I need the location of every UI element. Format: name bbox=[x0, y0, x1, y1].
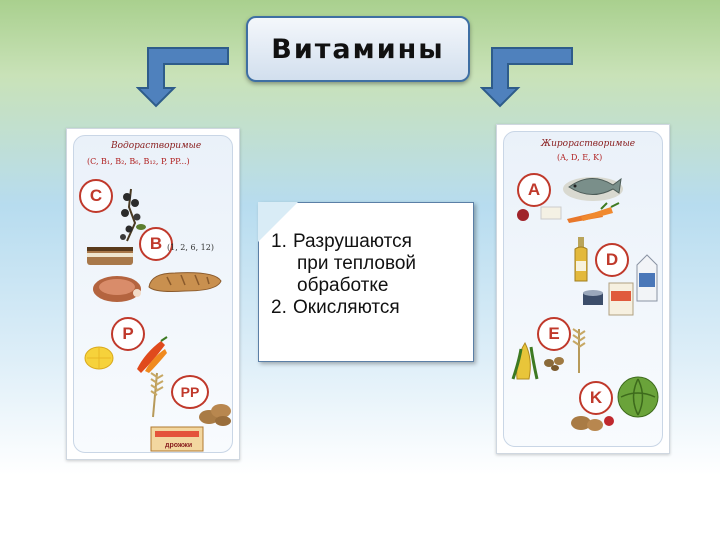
milk-carton-icon bbox=[633, 253, 661, 303]
cabbage-icon bbox=[615, 375, 661, 419]
yeast-box-label: дрожжи bbox=[165, 442, 192, 449]
title-box: Витамины bbox=[246, 16, 470, 82]
vitamin-properties-note: 1.Разрушаются при тепловой обработке 2.О… bbox=[258, 202, 474, 362]
arrow-right-down-icon bbox=[480, 44, 576, 110]
meat-icon bbox=[87, 271, 147, 305]
potatoes-icon bbox=[197, 399, 233, 427]
bread-loaf-icon bbox=[145, 269, 225, 295]
page-title: Витамины bbox=[271, 34, 444, 65]
water-soluble-list: (C, B₁, B₂, B₆, B₁₂, P, PP...) bbox=[87, 157, 190, 166]
citrus-icon bbox=[83, 343, 115, 371]
arrow-left-down-icon bbox=[136, 44, 232, 110]
oil-bottle-icon bbox=[571, 235, 591, 283]
water-soluble-vitamins-card: Водорастворимые (C, B₁, B₂, B₆, B₁₂, P, … bbox=[66, 128, 240, 460]
water-soluble-heading: Водорастворимые bbox=[111, 141, 201, 151]
vitamin-e-badge: E bbox=[537, 317, 571, 351]
potatoes-berries-icon bbox=[569, 411, 619, 433]
property-item-1: 1.Разрушаются при тепловой обработке bbox=[271, 231, 416, 297]
property-item-2: 2.Окисляются bbox=[271, 297, 416, 319]
cake-icon bbox=[85, 243, 135, 269]
fat-soluble-list: (A, D, E, K) bbox=[557, 153, 602, 162]
vitamin-c-badge: C bbox=[79, 179, 113, 213]
dairy-vegetables-icon bbox=[515, 201, 625, 223]
fat-soluble-heading: Жирорастворимые bbox=[541, 139, 635, 149]
properties-list: 1.Разрушаются при тепловой обработке 2.О… bbox=[271, 231, 416, 325]
butter-box-icon bbox=[607, 281, 635, 317]
fat-soluble-vitamins-card: Жирорастворимые (A, D, E, K) A D E bbox=[496, 124, 670, 454]
corn-icon bbox=[511, 339, 545, 381]
tin-can-icon bbox=[581, 289, 605, 309]
vitamin-k-badge: K bbox=[579, 381, 613, 415]
fish-platter-icon bbox=[561, 169, 625, 203]
grain-stalks-icon bbox=[567, 325, 591, 375]
vitamin-b-subtypes: (1, 2, 6, 12) bbox=[167, 243, 214, 252]
wheat-icon bbox=[141, 369, 171, 419]
vitamin-d-badge: D bbox=[595, 243, 629, 277]
seeds-icon bbox=[541, 353, 569, 373]
